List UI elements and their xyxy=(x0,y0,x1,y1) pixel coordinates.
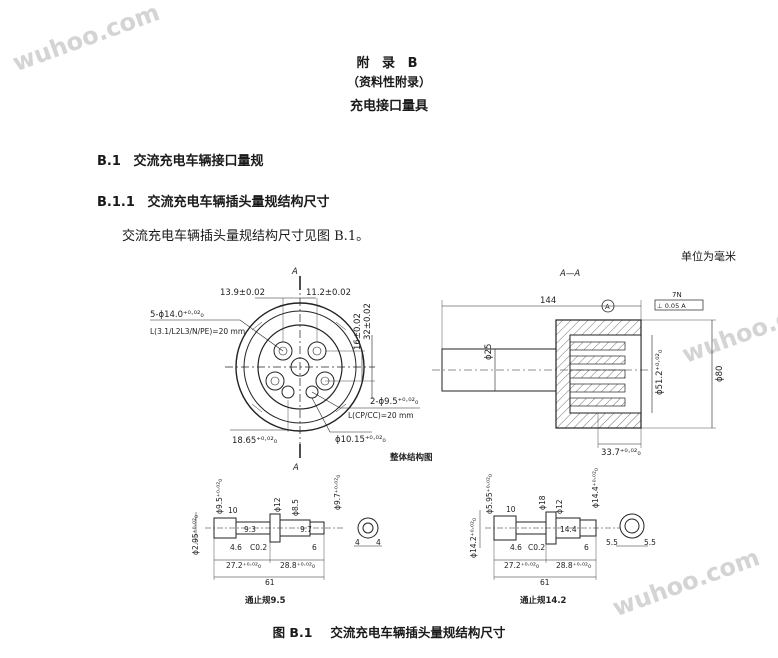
gauge-2-dim-left-2: ϕ14.2⁺⁰·⁰²₀ xyxy=(469,518,478,558)
section-marker-bottom: A xyxy=(292,463,299,473)
gauge-2-dim-mid-3: 14.4 xyxy=(560,525,577,534)
gauge-1-dim-top-1: 10 xyxy=(228,506,238,515)
hole-spec-small-note: L(CP/CC)=20 mm xyxy=(348,411,414,420)
gauge-2-side-dim-right: 5.5 xyxy=(644,538,656,547)
hole-spec-main: 5-ϕ14.0⁺⁰·⁰²₀ xyxy=(150,310,204,320)
figure-number: 图 B.1 xyxy=(272,625,313,640)
appendix-title: 充电接口量具 xyxy=(349,99,428,114)
subsection-number: B.1.1 xyxy=(97,195,135,210)
gauge-1-dim-left-1: ϕ9.5⁺⁰·⁰²₀ xyxy=(215,479,224,514)
gauge-1-dim-bottom-3: 61 xyxy=(265,578,275,587)
tolerance-frame-2: ⊥ 0.05 A xyxy=(657,302,686,310)
gauge-2-dim-mid-1: 4.6 xyxy=(510,543,522,552)
datum-label: A xyxy=(605,303,610,311)
dim-vertical-1: 16±0.02 xyxy=(353,313,363,350)
figure-title: 交流充电车辆插头量规结构尺寸 xyxy=(330,625,506,640)
section-view xyxy=(432,299,716,448)
dim-length: 144 xyxy=(540,296,556,306)
gauge-1-dim-bottom-2: 28.8⁺⁰·⁰²₀ xyxy=(280,561,315,570)
section-title: A—A xyxy=(559,269,580,279)
appendix-nature: （资料性附录） xyxy=(346,75,431,89)
gauge-1-dim-mid-5: 6 xyxy=(312,543,317,552)
dim-outer: ϕ80 xyxy=(715,366,725,382)
gauge-1-caption: 通止规9.5 xyxy=(245,595,286,606)
subsection-heading: B.1.1 交流充电车辆插头量规结构尺寸 xyxy=(97,191,330,210)
dim-top-left: 13.9±0.02 xyxy=(220,288,265,298)
gauge-1-side-dim-right: 4 xyxy=(376,538,381,547)
unit-note: 单位为毫米 xyxy=(681,250,736,263)
gauge-1-dim-top-4: ϕ9.7⁺⁰·⁰²₀ xyxy=(333,475,342,510)
gauge-2-dim-top-1: 10 xyxy=(506,505,516,514)
watermark-right: wuhoo.com xyxy=(678,290,778,369)
gauge-1-dim-left-2: ϕ2.95⁺⁰·⁰²₀ xyxy=(191,515,200,555)
gauge-2-dim-top-4: ϕ14.4⁺⁰·⁰²₀ xyxy=(591,468,600,508)
gauge-2-dim-mid-4: 6 xyxy=(584,543,589,552)
gauge-1-drawing xyxy=(195,512,382,580)
gauge-1-side-dim-left: 4 xyxy=(355,538,360,547)
dim-shaft: ϕ25 xyxy=(484,344,494,360)
gauge-2-dim-left-1: ϕ5.95⁺⁰·⁰²₀ xyxy=(485,474,494,514)
gauge-2-caption: 通止规14.2 xyxy=(520,595,567,606)
section-title: 交流充电车辆接口量规 xyxy=(133,154,264,169)
gauge-1-labels: ϕ9.5⁺⁰·⁰²₀ ϕ2.95⁺⁰·⁰²₀ 10 ϕ12 ϕ8.5 ϕ9.7⁺… xyxy=(191,475,381,606)
section-heading: B.1 交流充电车辆接口量规 xyxy=(97,150,264,169)
gauge-2-labels: ϕ5.95⁺⁰·⁰²₀ ϕ14.2⁺⁰·⁰²₀ 10 ϕ18 ϕ12 ϕ14.4… xyxy=(469,468,656,606)
front-view xyxy=(150,276,420,458)
watermark-top: wuhoo.com xyxy=(9,0,163,77)
watermark-bottom: wuhoo.com xyxy=(609,543,763,622)
dim-inner: ϕ51.2⁺⁰·⁰²₀ xyxy=(655,349,665,395)
gauge-2-dim-mid-2: C0.2 xyxy=(528,543,545,552)
figure-caption: 图 B.1 交流充电车辆插头量规结构尺寸 xyxy=(0,622,778,641)
dim-bottom-right: ϕ10.15⁺⁰·⁰²₀ xyxy=(335,435,386,445)
gauge-2-drawing xyxy=(479,510,648,580)
body-paragraph: 交流充电车辆插头量规结构尺寸见图 B.1。 xyxy=(122,229,370,244)
front-view-labels: A A 13.9±0.02 11.2±0.02 5-ϕ14.0⁺⁰·⁰²₀ L(… xyxy=(150,267,419,473)
dim-vertical-2: 32±0.02 xyxy=(363,303,373,340)
section-view-labels: A—A 144 A 7N ⊥ 0.05 A ϕ25 ϕ51.2⁺⁰·⁰²₀ ϕ8… xyxy=(484,269,725,458)
gauge-2-dim-top-2: ϕ18 xyxy=(538,495,547,510)
section-marker-top: A xyxy=(291,267,298,277)
gauge-1-dim-bottom-1: 27.2⁺⁰·⁰²₀ xyxy=(226,561,261,570)
subsection-title: 交流充电车辆插头量规结构尺寸 xyxy=(147,195,330,210)
hole-spec-main-note: L(3.1/L2L3/N/PE)=20 mm xyxy=(150,327,245,336)
dim-bottom-left: 18.65⁺⁰·⁰²₀ xyxy=(232,436,278,446)
gauge-1-dim-top-2: ϕ12 xyxy=(273,497,282,512)
gauge-2-dim-bottom-1: 27.2⁺⁰·⁰²₀ xyxy=(504,561,539,570)
tolerance-frame-1: 7N xyxy=(672,291,682,299)
hole-spec-small: 2-ϕ9.5⁺⁰·⁰²₀ xyxy=(370,397,419,407)
gauge-1-dim-top-3: ϕ8.5 xyxy=(291,499,300,516)
gauge-1-dim-mid-3: C0.2 xyxy=(250,543,267,552)
gauge-2-dim-top-3: ϕ12 xyxy=(555,499,564,514)
overall-caption: 整体结构图 xyxy=(390,452,433,463)
gauge-2-dim-bottom-3: 61 xyxy=(540,578,550,587)
dim-top-right: 11.2±0.02 xyxy=(306,288,351,298)
dim-depth: 33.7⁺⁰·⁰²₀ xyxy=(601,448,641,458)
gauge-1-dim-mid-4: 9.7 xyxy=(300,525,312,534)
gauge-1-dim-mid-2: 4.6 xyxy=(230,543,242,552)
section-number: B.1 xyxy=(97,154,121,169)
appendix-label: 附 录 B xyxy=(356,56,422,71)
gauge-1-dim-mid-1: 9.3 xyxy=(244,525,256,534)
gauge-2-dim-bottom-2: 28.8⁺⁰·⁰²₀ xyxy=(556,561,591,570)
gauge-2-side-dim-left: 5.5 xyxy=(606,538,618,547)
